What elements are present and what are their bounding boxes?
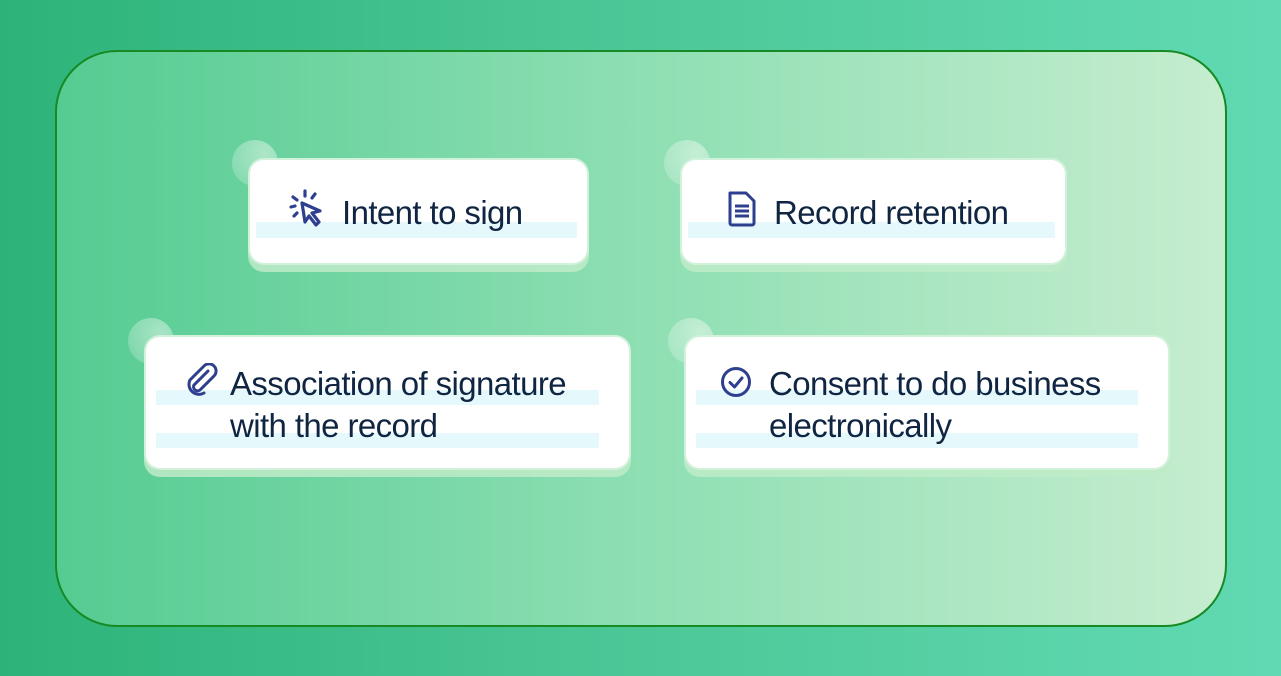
paperclip-icon bbox=[187, 363, 218, 396]
card-label: Intent to sign bbox=[342, 194, 523, 231]
card-record-retention: Record retention bbox=[680, 158, 1067, 265]
highlight-bar bbox=[688, 222, 1055, 238]
card-label-line-1: Association of signature bbox=[230, 365, 567, 402]
cursor-click-icon bbox=[289, 189, 322, 227]
highlight-bar bbox=[156, 433, 599, 448]
card-label-line-2: electronically bbox=[769, 407, 952, 444]
card-intent-to-sign: Intent to sign bbox=[248, 158, 589, 265]
highlight-bar bbox=[696, 433, 1138, 448]
card-association-of-signature: Association of signature with the record bbox=[144, 335, 631, 470]
card-label-line-1: Consent to do business bbox=[769, 365, 1101, 402]
card-label: Record retention bbox=[774, 194, 1009, 231]
highlight-bar bbox=[156, 390, 599, 405]
card-label-line-2: with the record bbox=[230, 407, 438, 444]
card-consent: Consent to do business electronically bbox=[684, 335, 1170, 470]
document-icon bbox=[728, 191, 756, 227]
highlight-bar bbox=[256, 222, 577, 238]
highlight-bar bbox=[696, 390, 1138, 405]
check-circle-icon bbox=[721, 367, 751, 397]
